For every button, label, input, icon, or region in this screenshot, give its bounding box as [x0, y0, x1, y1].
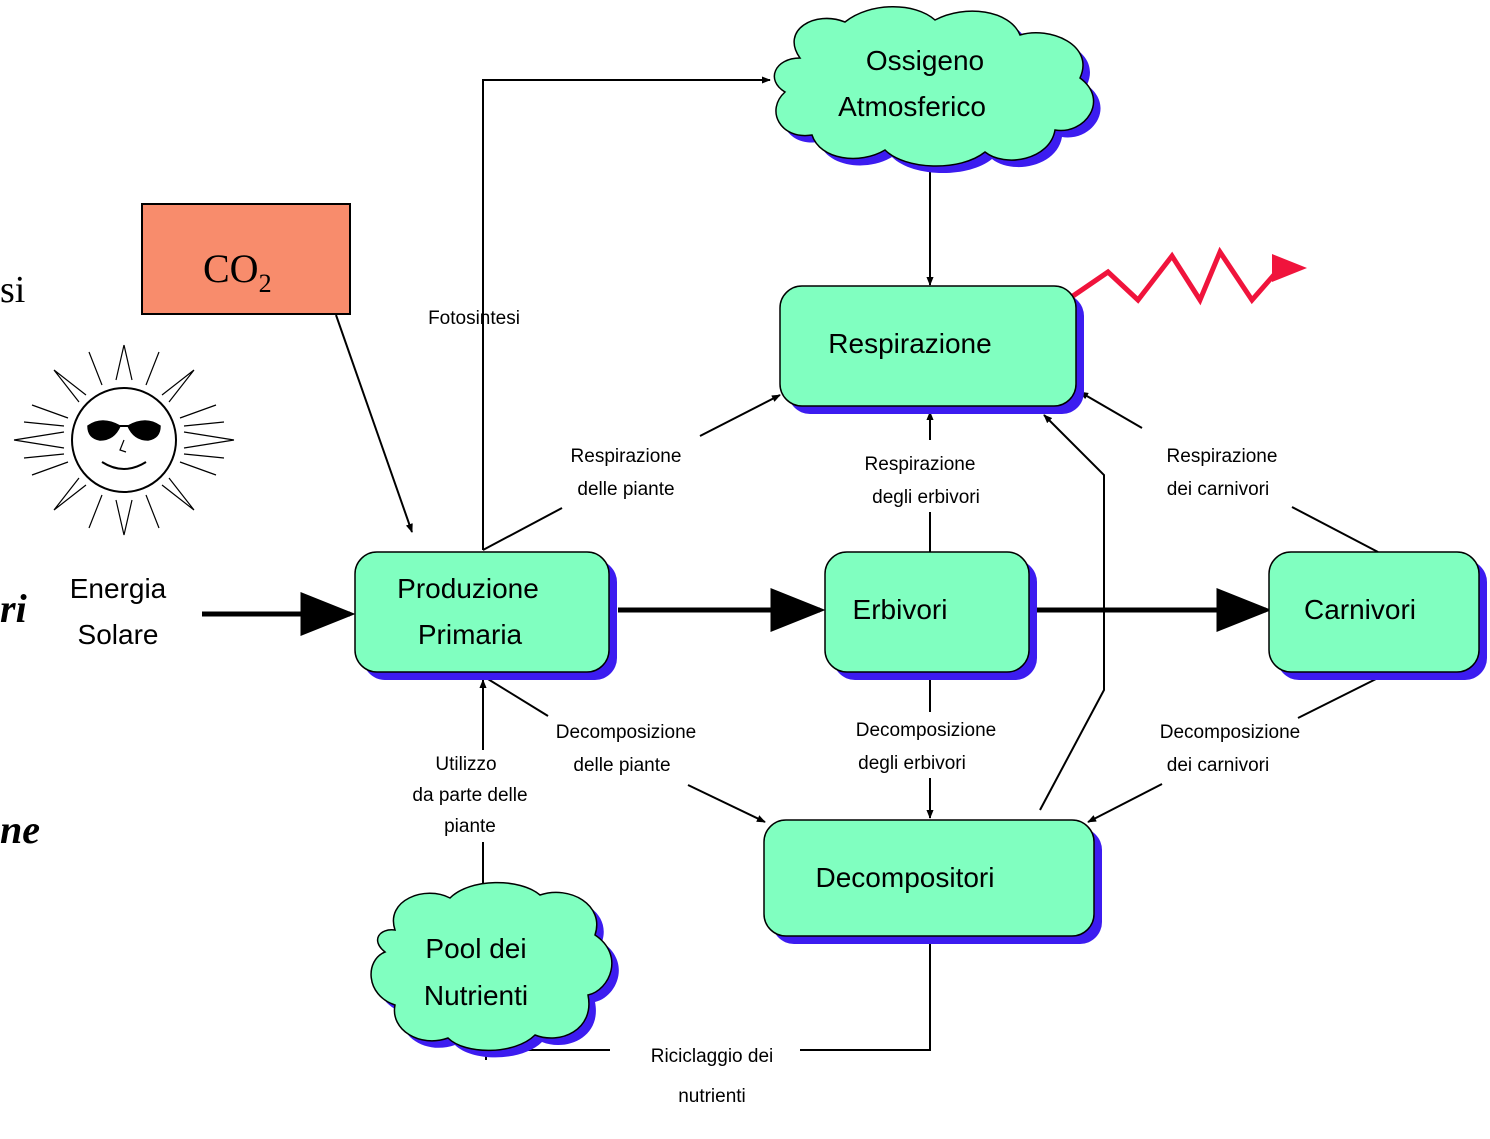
svg-text:CO2: CO2: [203, 246, 272, 298]
fotosintesi-line: [482, 76, 771, 550]
decompositori-label: Decompositori: [816, 862, 995, 893]
edge-fragment-ne: ne: [0, 807, 40, 852]
dec-erbivori-line2: degli erbivori: [858, 753, 966, 774]
resp-piante-line2: delle piante: [577, 479, 674, 500]
respirazione-label: Respirazione: [828, 328, 991, 359]
carnivori-label: Carnivori: [1304, 594, 1416, 625]
erbivori-label: Erbivori: [853, 594, 948, 625]
co2-subscript: 2: [259, 269, 272, 298]
dec-carnivori-line1: Decomposizione: [1160, 722, 1300, 743]
dec-piante-line-2: [687, 784, 766, 823]
edge-fragment-dot: .: [0, 814, 8, 847]
sun-with-sunglasses-icon: [13, 344, 235, 536]
resp-carnivori-line2: dei carnivori: [1167, 479, 1269, 500]
ossigeno-cloud: Ossigeno Atmosferico: [773, 6, 1101, 174]
ossigeno-line2: Atmosferico: [838, 91, 986, 122]
edge-fragment-ri: ri: [0, 586, 27, 631]
resp-piante-line-2: [699, 394, 781, 437]
ossigeno-line1: Ossigeno: [866, 45, 984, 76]
decompositori-to-respirazione-line: [1039, 414, 1105, 811]
erbivori-box: Erbivori: [824, 551, 1037, 680]
dec-piante-line1: Decomposizione: [556, 722, 696, 743]
produzione-box: Produzione Primaria: [354, 551, 617, 680]
riciclaggio-line-1: [800, 942, 931, 1051]
energia-line2: Solare: [78, 619, 159, 650]
dec-erbivori-line1: Decomposizione: [856, 720, 996, 741]
pool-line2: Nutrienti: [424, 980, 528, 1011]
utilizzo-line2: da parte delle: [412, 785, 527, 806]
dec-piante-line2: delle piante: [573, 755, 670, 776]
resp-carnivori-line1: Respirazione: [1167, 446, 1278, 467]
dec-piante-line-1: [482, 675, 549, 717]
riciclaggio-line2: nutrienti: [678, 1086, 746, 1107]
co2-box: CO2: [141, 203, 351, 315]
carnivori-box: Carnivori: [1268, 551, 1487, 680]
edge-fragment-si: si: [0, 269, 25, 311]
energia-line1: Energia: [70, 573, 167, 604]
resp-carnivori-line-1: [1291, 506, 1379, 553]
fotosintesi-label: Fotosintesi: [428, 308, 520, 329]
resp-erbivori-line2: degli erbivori: [872, 487, 980, 508]
co2-to-produzione-line: [335, 314, 413, 533]
resp-piante-line1: Respirazione: [571, 446, 682, 467]
resp-carnivori-line-2: [1079, 391, 1143, 429]
dec-carnivori-line-1: [1297, 677, 1379, 719]
energy-flow-arrows: [202, 588, 1272, 636]
pool-line1: Pool dei: [425, 933, 526, 964]
zigzag-heat-arrow-icon: [1068, 246, 1307, 306]
resp-erbivori-line1: Respirazione: [865, 454, 976, 475]
produzione-line2: Primaria: [418, 619, 523, 650]
dec-carnivori-line2: dei carnivori: [1167, 755, 1269, 776]
riciclaggio-line1: Riciclaggio dei: [651, 1046, 774, 1067]
decompositori-box: Decompositori: [763, 819, 1102, 944]
respirazione-box: Respirazione: [779, 285, 1084, 414]
utilizzo-line3: piante: [444, 816, 496, 837]
pool-nutrienti-cloud: Pool dei Nutrienti: [370, 881, 619, 1058]
resp-piante-line-1: [482, 507, 563, 551]
co2-base: CO: [203, 246, 259, 291]
produzione-line1: Produzione: [397, 573, 539, 604]
utilizzo-line1: Utilizzo: [435, 754, 496, 775]
dec-carnivori-line-2: [1087, 783, 1163, 823]
